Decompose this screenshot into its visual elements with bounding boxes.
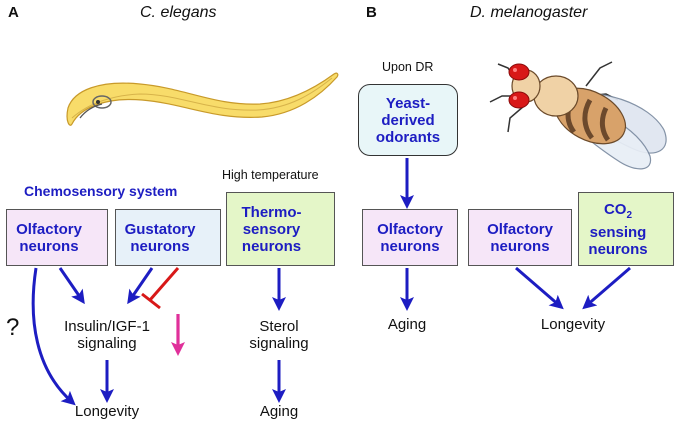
upon-dr-label: Upon DR <box>382 60 434 74</box>
co2-sensing-neurons-box: CO2 sensing neurons <box>578 192 674 266</box>
panel-b-letter: B <box>366 4 377 21</box>
panel-a-arrows <box>31 267 286 406</box>
panel-b-species: D. melanogaster <box>470 4 588 21</box>
yeast-derived-odorants-box: Yeast- derived odorants <box>358 84 458 156</box>
insulin-igf1-signaling-label: Insulin/IGF-1 signaling <box>64 318 150 352</box>
olfactory-neurons-box-a: Olfactory neurons <box>6 209 108 266</box>
fly-illustration <box>489 61 667 170</box>
panel-a-species: C. elegans <box>140 4 217 21</box>
worm-illustration <box>66 72 339 126</box>
question-mark: ? <box>6 314 20 341</box>
olfactory-neurons-box-b2: Olfactory neurons <box>468 209 572 266</box>
panel-b-arrows <box>400 158 631 311</box>
chemosensory-label: Chemosensory system <box>24 183 178 199</box>
aging-label-a: Aging <box>259 403 299 420</box>
olfactory-neurons-box-b1: Olfactory neurons <box>362 209 458 266</box>
panel-a-letter: A <box>8 4 19 21</box>
co2-label: CO <box>603 200 627 218</box>
thermosensory-neurons-box: Thermo- sensory neurons <box>226 192 335 266</box>
longevity-label-b: Longevity <box>540 316 606 333</box>
gustatory-neurons-box: Gustatory neurons <box>115 209 221 266</box>
high-temperature-label: High temperature <box>222 168 319 182</box>
aging-label-b: Aging <box>387 316 427 333</box>
sensing-neurons-label: sensing neurons <box>588 223 648 258</box>
co2-subscript: 2 <box>626 209 633 221</box>
sterol-signaling-label: Sterol signaling <box>249 318 309 352</box>
longevity-label-a: Longevity <box>74 403 140 420</box>
